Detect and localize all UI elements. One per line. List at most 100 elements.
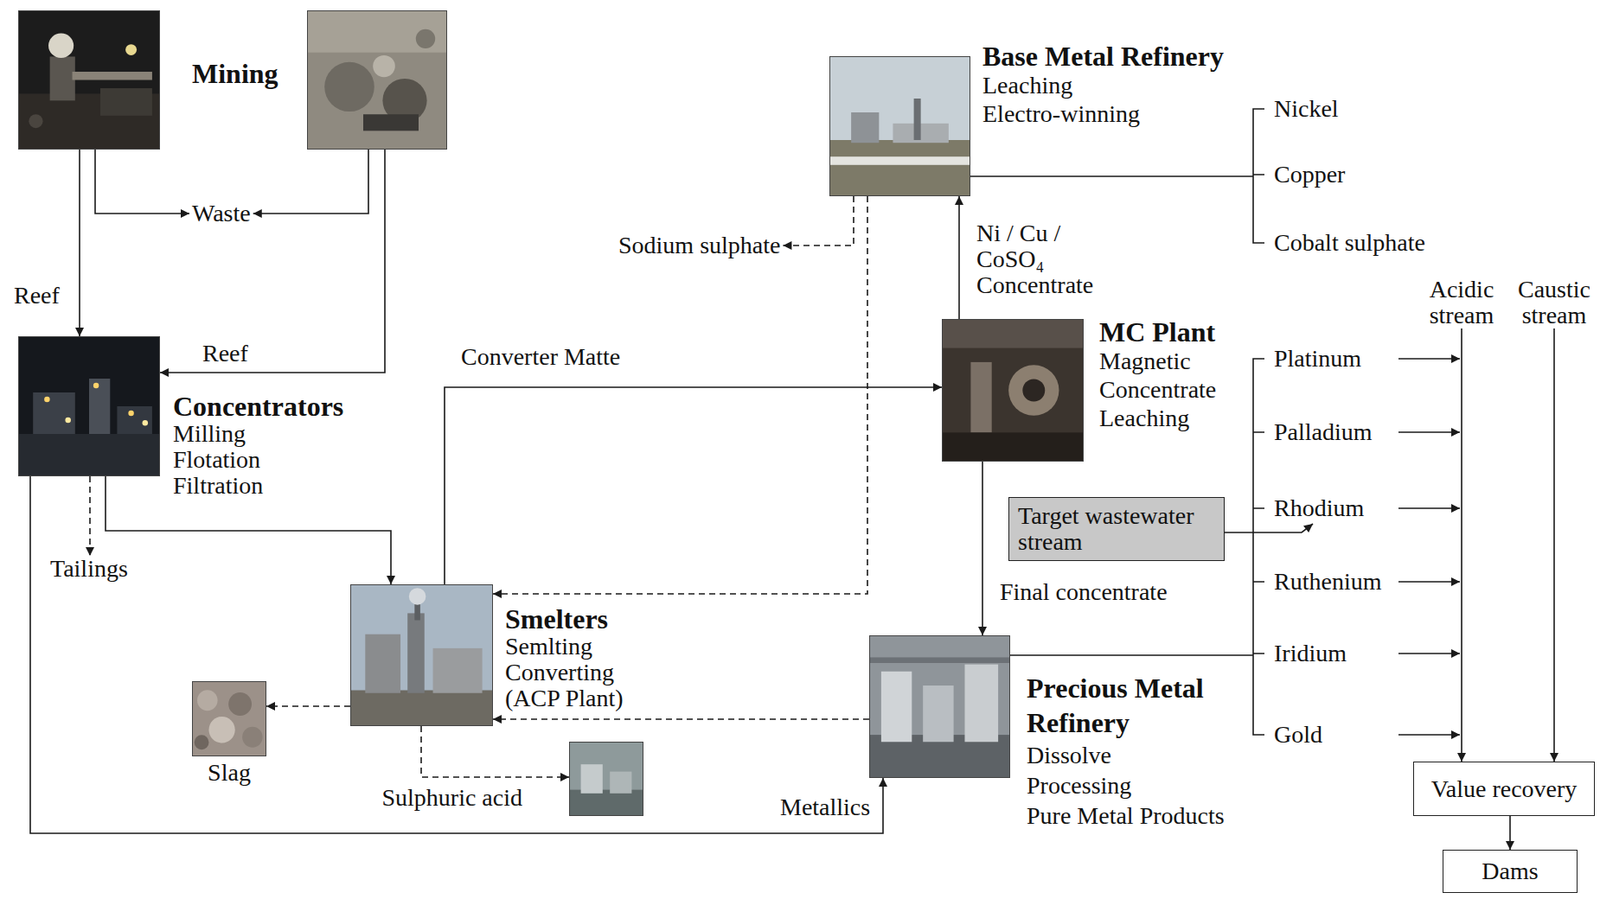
photo-shape — [964, 665, 999, 743]
by-product: Sodium sulphate — [615, 232, 783, 259]
stage-title: Concentrators — [172, 391, 344, 422]
photo-shape — [364, 634, 401, 694]
stream-arrow — [1398, 431, 1460, 434]
photo-shape — [64, 417, 71, 423]
stage-text: Dissolve — [1026, 740, 1235, 771]
photo-illustration — [350, 584, 493, 727]
stage-text: Milling — [172, 421, 344, 448]
metal-product: Iridium — [1272, 640, 1349, 667]
stage-text: Pure Metal Products — [1026, 800, 1235, 832]
flow-connector — [959, 196, 960, 320]
flow-connector — [782, 196, 854, 246]
photo-shape — [44, 396, 50, 403]
text-block: Sulphuric acid — [381, 785, 523, 812]
stage-text: Sodium sulphate — [618, 232, 781, 259]
waste-output: Waste — [189, 200, 254, 227]
stage-text: Acidic stream — [1420, 276, 1503, 329]
stream-arrow — [1398, 507, 1460, 510]
photo-shape — [208, 716, 235, 744]
flow-connector — [266, 706, 351, 708]
photo-ground — [569, 742, 643, 816]
photo-shape — [48, 32, 74, 58]
photo-shape — [125, 44, 137, 56]
flow-connector — [982, 461, 984, 636]
connector-line — [30, 476, 884, 834]
photo-shape — [72, 71, 153, 81]
photo-shape — [830, 140, 970, 196]
photo-shape — [324, 62, 375, 112]
photo-shape — [228, 692, 252, 717]
photo-shape — [363, 114, 419, 131]
flow-label: Ni / Cu / CoSO₄ Concentrate — [974, 220, 1134, 299]
process-box: Dams — [1442, 850, 1578, 894]
connector-line — [492, 718, 870, 721]
stage-text: Magnetic Concentrate — [1099, 346, 1255, 404]
photo-shape — [416, 29, 436, 49]
photo-illustration — [569, 742, 644, 817]
stream-arrow — [1398, 358, 1460, 360]
photo-shape — [851, 112, 879, 143]
stage-text: Flotation — [172, 447, 344, 474]
pointer-arrow — [1209, 524, 1313, 533]
photo-shape — [569, 790, 643, 816]
photo-drawing — [351, 585, 493, 726]
photo-ground — [870, 636, 1010, 778]
photo-shape — [50, 56, 76, 101]
text-block: Base Metal RefineryLeachingElectro-winni… — [982, 41, 1224, 128]
photo-drawing — [19, 337, 160, 476]
photo-illustration — [307, 10, 448, 150]
stage-text: Caustic stream — [1513, 276, 1595, 329]
mining-stage: Mining — [18, 10, 448, 150]
photo-illustration — [18, 336, 160, 477]
photo-drawing — [307, 11, 447, 149]
stage-text: (ACP Plant) — [505, 685, 624, 712]
stage-text: Processing — [1026, 770, 1235, 801]
stage-text: Dams — [1481, 858, 1538, 885]
process-stage: SmeltersSemltingConverting(ACP Plant) — [350, 584, 493, 727]
connector-line — [253, 149, 369, 214]
photo-shape — [914, 98, 922, 141]
photo-illustration — [829, 56, 971, 197]
photo-shape — [142, 420, 148, 426]
flow-connector — [1461, 328, 1463, 762]
metal-product: Nickel — [1272, 96, 1341, 122]
photo-drawing — [19, 11, 160, 149]
photo-shape — [407, 613, 425, 693]
stage-title: MC Plant — [1099, 317, 1255, 347]
process-stage: ConcentratorsMillingFlotationFiltration — [18, 336, 160, 477]
flow-label: Reef — [12, 282, 62, 309]
photo-shape — [942, 432, 1083, 461]
by-product: Slag — [192, 681, 267, 757]
photo-ground — [942, 320, 1083, 461]
photo-shape — [581, 764, 603, 794]
process-stage: MC PlantMagnetic ConcentrateLeaching — [941, 319, 1084, 462]
photo-ground — [19, 11, 160, 149]
connector-line — [160, 149, 385, 373]
flow-connector — [160, 149, 385, 373]
stage-text: Slag — [207, 760, 251, 787]
photo-illustration — [18, 10, 160, 150]
metal-product: Gold — [1272, 722, 1325, 749]
photo-shape — [372, 55, 396, 77]
connector-line — [266, 705, 351, 708]
photo-drawing — [870, 636, 1010, 778]
connector-line — [1509, 816, 1511, 851]
flow-connector — [421, 726, 570, 778]
stage-text: Filtration — [172, 473, 344, 500]
photo-shape — [942, 320, 1083, 349]
photo-illustration — [941, 319, 1084, 462]
edge-group — [30, 149, 1555, 851]
photo-shape — [351, 691, 493, 727]
photo-shape — [194, 735, 210, 750]
process-box: Value recovery — [1413, 761, 1595, 817]
photo-shape — [433, 648, 483, 694]
photo-ground — [19, 337, 160, 476]
photo-shape — [609, 772, 632, 794]
stage-title: Smelters — [505, 604, 624, 634]
flow-label: Converter Matte — [459, 344, 622, 371]
process-stage: Precious Metal RefineryDissolveProcessin… — [869, 635, 1011, 779]
photo-shape — [32, 392, 76, 435]
connector-line — [1553, 328, 1556, 762]
photo-shape — [870, 657, 1010, 664]
